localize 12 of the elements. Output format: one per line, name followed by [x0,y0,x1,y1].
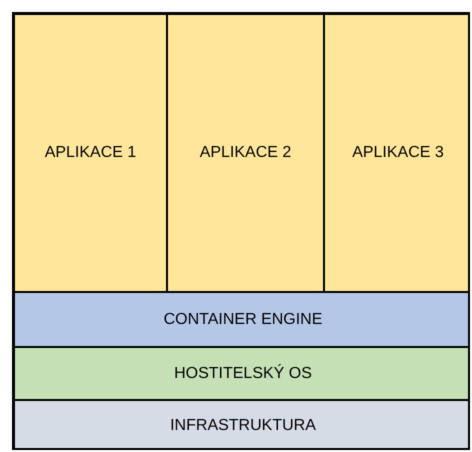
application-layer [324,14,468,292]
application-layer [167,14,324,292]
layer-label: HOSTITELSKÝ OS [174,364,312,382]
layer-label: APLIKACE 1 [44,144,136,162]
os-layer [14,347,468,400]
layer-label: APLIKACE 2 [200,144,292,162]
infrastructure-layer [14,400,468,448]
application-layer [14,14,167,292]
layer-label: INFRASTRUKTURA [170,417,316,435]
engine-layer [14,292,468,347]
layer-label: CONTAINER ENGINE [164,310,322,328]
layer-label: APLIKACE 3 [352,144,444,162]
